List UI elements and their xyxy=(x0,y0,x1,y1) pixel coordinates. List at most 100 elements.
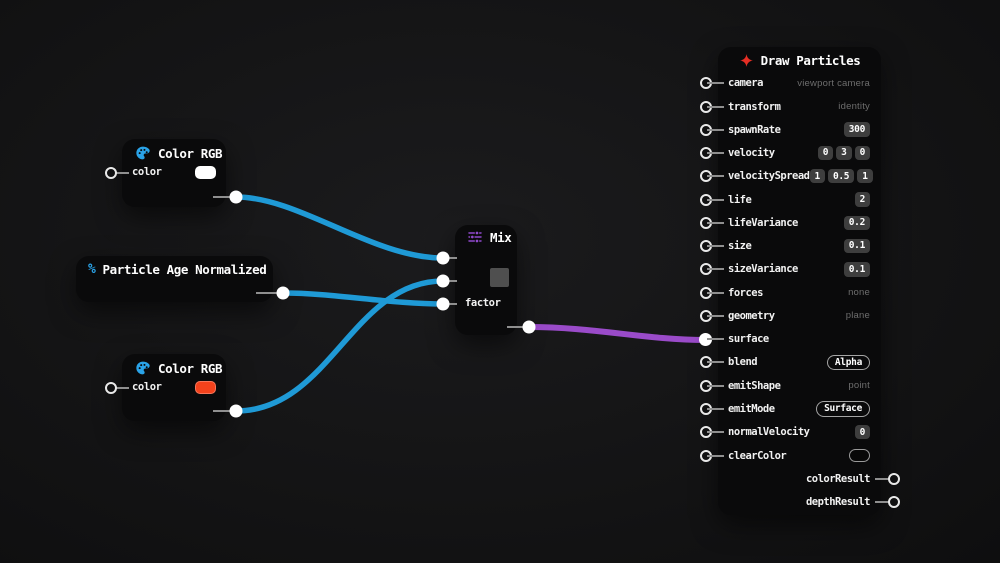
port-mix-input-b[interactable] xyxy=(436,274,450,288)
port-stub xyxy=(875,477,893,480)
label-geometry: geometry xyxy=(728,309,775,322)
swatch-clearColor[interactable] xyxy=(849,449,870,462)
port-stub xyxy=(707,291,724,294)
port-stub xyxy=(507,326,529,328)
port-mix-input-a[interactable] xyxy=(436,251,450,265)
port-stub xyxy=(707,82,724,85)
port-stub xyxy=(707,128,724,131)
value-velocity-0[interactable]: 0 xyxy=(817,145,834,161)
mix-preview-swatch[interactable] xyxy=(490,268,509,287)
value-cell: 0 xyxy=(854,425,870,440)
factor-input-label: factor xyxy=(465,297,501,309)
wire-particleage-to-mix-factor[interactable] xyxy=(280,290,446,307)
dp-row-emitShape: emitShape point xyxy=(699,374,881,397)
wire-colortop-to-mix-a[interactable] xyxy=(233,194,446,261)
label-clearColor: clearColor xyxy=(728,449,787,462)
value-camera[interactable]: viewport camera xyxy=(797,77,870,89)
port-stub xyxy=(707,221,724,224)
port-stub xyxy=(707,175,724,178)
dp-row-surface: surface xyxy=(699,328,881,351)
value-emitShape[interactable]: point xyxy=(848,380,870,392)
node-title: Color RGB xyxy=(158,360,223,376)
wire-mix-to-surface[interactable] xyxy=(526,324,709,343)
value-spawnRate[interactable]: 300 xyxy=(843,122,870,137)
port-stub xyxy=(707,152,724,154)
port-stub xyxy=(707,384,724,387)
label-normalVelocity: normalVelocity xyxy=(728,426,810,439)
port-stub xyxy=(707,268,724,271)
port-color-rgb-top-input[interactable] xyxy=(105,167,117,179)
color-input-label: color xyxy=(132,166,162,178)
value-cell: 300 xyxy=(843,122,870,137)
port-stub xyxy=(444,257,457,259)
port-mix-output[interactable] xyxy=(522,320,536,334)
port-color-rgb-top-output[interactable] xyxy=(229,190,243,204)
port-particle-age-output[interactable] xyxy=(276,286,290,300)
value-geometry[interactable]: plane xyxy=(845,310,870,322)
color-swatch-white[interactable] xyxy=(195,166,216,179)
value-velocitySpread-0[interactable]: 1 xyxy=(809,169,825,184)
value-cell: viewport camera xyxy=(797,78,870,89)
dp-row-depthResult: depthResult xyxy=(718,491,900,514)
port-color-rgb-bottom-input[interactable] xyxy=(105,382,117,394)
value-cell: point xyxy=(848,380,870,391)
port-stub xyxy=(707,314,724,317)
value-transform[interactable]: identity xyxy=(838,101,870,112)
port-color-rgb-bottom-output[interactable] xyxy=(229,404,243,418)
label-velocity: velocity xyxy=(728,147,775,159)
value-blend[interactable]: Alpha xyxy=(826,354,870,371)
value-velocity-1[interactable]: 3 xyxy=(836,145,852,161)
dp-row-clearColor: clearColor xyxy=(699,444,881,467)
label-emitMode: emitMode xyxy=(728,403,775,415)
output-port-depthResult[interactable] xyxy=(888,496,900,509)
label-colorResult: colorResult xyxy=(805,472,871,485)
percent-icon: % xyxy=(88,262,96,277)
wire-colorbottom-to-mix-b[interactable] xyxy=(233,278,446,414)
value-velocity-2[interactable]: 0 xyxy=(854,145,870,161)
value-emitMode[interactable]: Surface xyxy=(816,401,870,417)
value-cell: identity xyxy=(838,101,870,112)
node-title: Draw Particles xyxy=(760,53,861,68)
node-mix[interactable]: Mix factor xyxy=(455,225,517,335)
value-lifeVariance[interactable]: 0.2 xyxy=(843,215,870,230)
port-mix-input-factor[interactable] xyxy=(436,297,450,311)
value-normalVelocity[interactable]: 0 xyxy=(854,425,870,440)
port-stub xyxy=(707,338,724,341)
node-title: Color RGB xyxy=(158,145,223,161)
value-life[interactable]: 2 xyxy=(854,192,870,207)
node-particle-age-normalized[interactable]: % Particle Age Normalized xyxy=(76,256,273,302)
value-cell: Alpha xyxy=(826,354,870,371)
label-depthResult: depthResult xyxy=(805,496,871,509)
dp-row-lifeVariance: lifeVariance 0.2 xyxy=(699,211,881,234)
label-size: size xyxy=(728,240,752,253)
color-swatch-red[interactable] xyxy=(195,381,216,394)
dp-row-normalVelocity: normalVelocity 0 xyxy=(699,421,881,444)
node-color-rgb-top[interactable]: Color RGB color xyxy=(122,139,226,207)
value-cell: Surface xyxy=(816,401,870,417)
node-color-rgb-bottom[interactable]: Color RGB color xyxy=(122,354,226,421)
label-emitShape: emitShape xyxy=(728,379,781,392)
dp-row-colorResult: colorResult xyxy=(718,467,900,490)
value-velocitySpread-2[interactable]: 1 xyxy=(857,169,873,184)
value-forces[interactable]: none xyxy=(848,287,870,299)
output-port-colorResult[interactable] xyxy=(888,472,900,485)
port-stub xyxy=(213,410,236,412)
label-lifeVariance: lifeVariance xyxy=(728,216,798,229)
value-size[interactable]: 0.1 xyxy=(843,238,870,254)
value-sizeVariance[interactable]: 0.1 xyxy=(843,262,870,277)
port-stub xyxy=(444,280,457,282)
value-velocitySpread-1[interactable]: 0.5 xyxy=(827,169,855,184)
palette-icon xyxy=(136,146,150,160)
label-life: life xyxy=(728,193,752,206)
input-port-surface[interactable] xyxy=(699,332,712,346)
